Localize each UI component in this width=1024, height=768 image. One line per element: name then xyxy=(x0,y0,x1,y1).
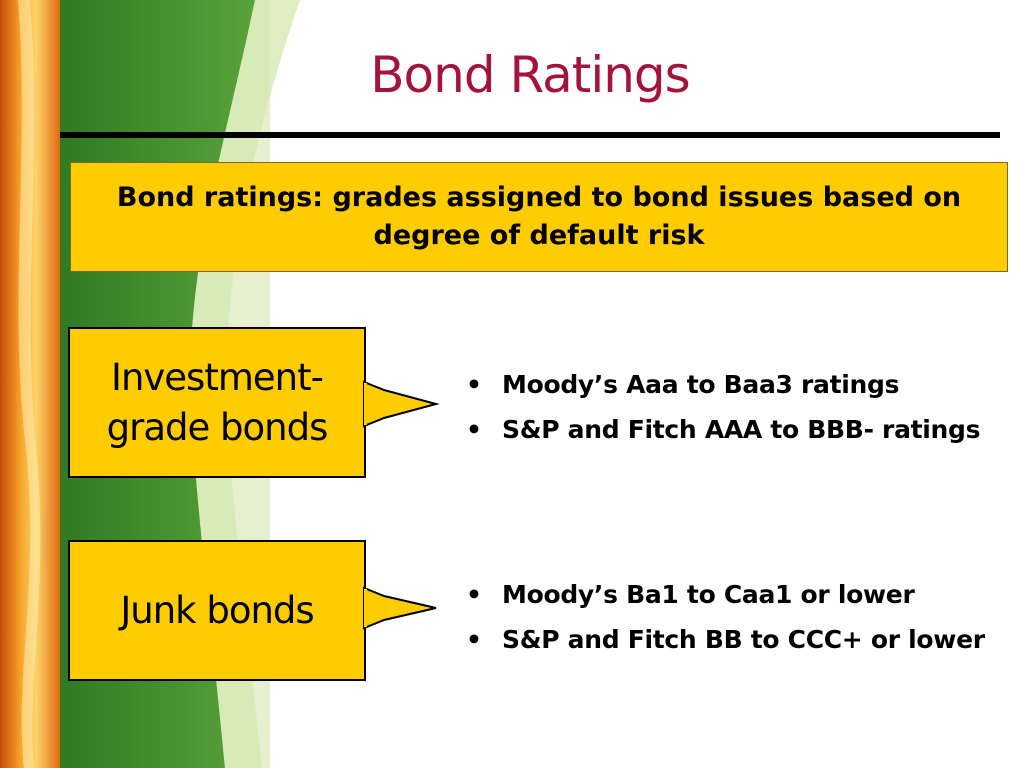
list-item: • S&P and Fitch BB to CCC+ or lower xyxy=(462,622,1002,657)
investment-grade-callout: Investment-grade bonds xyxy=(68,327,366,478)
list-item: • S&P and Fitch AAA to BBB- ratings xyxy=(462,412,1002,447)
investment-pointer-arrow xyxy=(363,380,440,428)
bullet-text: Moody’s Ba1 to Caa1 or lower xyxy=(502,580,915,609)
junk-bonds-callout: Junk bonds xyxy=(68,540,366,681)
investment-grade-label: Investment-grade bonds xyxy=(106,355,329,449)
bullet-icon: • xyxy=(466,370,482,399)
bullet-icon: • xyxy=(466,580,482,609)
junk-pointer-arrow xyxy=(363,586,437,630)
bullet-text: S&P and Fitch AAA to BBB- ratings xyxy=(502,415,981,444)
bullet-icon: • xyxy=(466,415,482,444)
junk-bonds-bullets: • Moody’s Ba1 to Caa1 or lower • S&P and F… xyxy=(462,577,1002,667)
bullet-text: Moody’s Aaa to Baa3 ratings xyxy=(502,370,900,399)
junk-bonds-label: Junk bonds xyxy=(120,588,314,632)
list-item: • Moody’s Ba1 to Caa1 or lower xyxy=(462,577,1002,612)
title-divider xyxy=(60,132,1000,138)
bullet-text: S&P and Fitch BB to CCC+ or lower xyxy=(502,625,985,654)
definition-text: Bond ratings: grades assigned to bond is… xyxy=(116,182,962,251)
slide-title: Bond Ratings xyxy=(370,46,690,104)
investment-grade-bullets: • Moody’s Aaa to Baa3 ratings • S&P and Fi… xyxy=(462,367,1002,457)
fire-streak xyxy=(18,0,41,768)
list-item: • Moody’s Aaa to Baa3 ratings xyxy=(462,367,1002,402)
bullet-icon: • xyxy=(466,625,482,654)
definition-box: Bond ratings: grades assigned to bond is… xyxy=(70,162,1008,272)
